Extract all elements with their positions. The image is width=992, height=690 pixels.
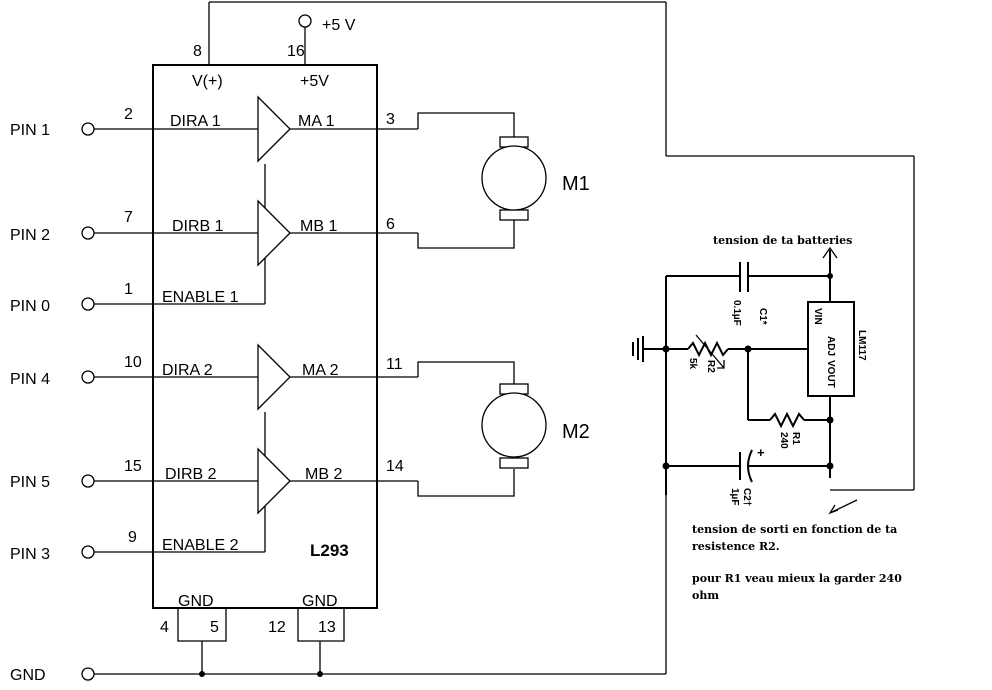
svg-text:MB 1: MB 1 (300, 218, 337, 235)
svg-text:5: 5 (210, 619, 219, 636)
arrow-icon (717, 360, 725, 369)
svg-text:C1*: C1* (757, 308, 768, 325)
svg-text:14: 14 (386, 458, 404, 475)
svg-text:11: 11 (386, 356, 403, 373)
svg-text:DIRA 1: DIRA 1 (170, 113, 221, 130)
regulator-circuit: tension de ta batteries C1* 0.1µF LM117 … (632, 234, 867, 515)
svg-text:DIRB 2: DIRB 2 (165, 466, 217, 483)
svg-text:R1: R1 (790, 432, 801, 445)
buffer-a2-icon (257, 343, 291, 411)
svg-text:1: 1 (124, 281, 133, 298)
buffer-b1-icon (257, 199, 291, 267)
svg-text:10: 10 (124, 354, 142, 371)
output-ma1: MA 1 3 (290, 111, 418, 130)
svg-text:7: 7 (124, 209, 133, 226)
pin8-label: V(+) (192, 73, 223, 90)
svg-text:9: 9 (128, 529, 137, 546)
battery-label: tension de ta batteries (713, 234, 852, 247)
svg-text:6: 6 (386, 216, 395, 233)
svg-text:12: 12 (268, 619, 286, 636)
note-line-1: tension de sorti en fonction de ta (692, 523, 897, 536)
terminal-icon (81, 370, 95, 384)
input-pin-3: PIN 3 9 ENABLE 2 (10, 412, 266, 563)
gnd-pins-12-13 (297, 608, 345, 642)
note-line-2: resistence R2. (692, 540, 780, 553)
svg-text:PIN 5: PIN 5 (10, 474, 50, 491)
motor-m2: M2 (417, 361, 590, 497)
input-pin-2: PIN 2 7 DIRB 1 (10, 209, 258, 244)
terminal-icon (81, 545, 95, 559)
lm117-box (807, 301, 855, 397)
svg-text:VIN: VIN (812, 308, 823, 325)
chip-name: L293 (310, 541, 349, 560)
terminal-icon (81, 297, 95, 311)
svg-text:MA 2: MA 2 (302, 362, 339, 379)
resistor-r1-icon (769, 411, 805, 429)
terminal-icon (81, 474, 95, 488)
gnd-label-right: GND (302, 593, 338, 610)
motor-icon (481, 145, 547, 211)
svg-text:DIRB 1: DIRB 1 (172, 218, 224, 235)
terminal-icon (81, 667, 95, 681)
svg-text:PIN 2: PIN 2 (10, 227, 50, 244)
note-line-4: ohm (692, 589, 719, 602)
svg-text:1µF: 1µF (729, 488, 740, 505)
input-pin-4: PIN 4 10 DIRA 2 (10, 354, 258, 388)
supply-terminal-5v (298, 14, 312, 28)
svg-text:MA 1: MA 1 (298, 113, 335, 130)
pin16-number: 16 (287, 43, 305, 60)
svg-text:M1: M1 (562, 173, 590, 195)
svg-text:R2: R2 (705, 360, 716, 373)
svg-text:4: 4 (160, 619, 169, 636)
input-pin-1: PIN 1 2 DIRA 1 (10, 106, 258, 139)
gnd-label-left: GND (178, 593, 214, 610)
svg-text:ENABLE 1: ENABLE 1 (162, 289, 239, 306)
motor-m1: M1 (417, 112, 590, 249)
svg-text:3: 3 (386, 111, 395, 128)
svg-text:240: 240 (778, 432, 789, 449)
output-mb1: MB 1 6 (290, 216, 418, 235)
terminal-icon (81, 226, 95, 240)
svg-text:PIN 3: PIN 3 (10, 546, 50, 563)
svg-text:M2: M2 (562, 421, 590, 443)
terminal-icon (81, 122, 95, 136)
motor-icon (481, 392, 547, 458)
svg-text:5k: 5k (687, 358, 698, 370)
svg-text:GND: GND (10, 667, 46, 684)
svg-text:PIN 4: PIN 4 (10, 371, 50, 388)
svg-text:ADJ: ADJ (825, 336, 836, 356)
pin16-label: +5V (300, 73, 329, 90)
buffer-b2-icon (257, 447, 291, 515)
output-ma2: MA 2 11 (290, 356, 418, 379)
svg-text:LM117: LM117 (856, 330, 867, 361)
output-mb2: MB 2 14 (290, 458, 418, 483)
svg-text:PIN 1: PIN 1 (10, 122, 50, 139)
arrow-icon (828, 504, 839, 515)
svg-text:VOUT: VOUT (825, 360, 836, 388)
gnd-bus: GND (10, 470, 667, 684)
input-pin-5: PIN 5 15 DIRB 2 (10, 458, 258, 491)
pin8-number: 8 (193, 43, 202, 60)
svg-text:0.1µF: 0.1µF (731, 300, 742, 326)
supply-5v-label: +5 V (322, 17, 356, 34)
svg-text:2: 2 (124, 106, 133, 123)
note-line-3: pour R1 veau mieux la garder 240 (692, 572, 902, 585)
svg-text:+: + (757, 445, 765, 460)
svg-text:PIN 0: PIN 0 (10, 298, 50, 315)
arrow-up-icon (822, 246, 838, 259)
svg-text:MB 2: MB 2 (305, 466, 342, 483)
svg-text:C2†: C2† (741, 488, 752, 506)
svg-text:15: 15 (124, 458, 142, 475)
buffer-a1-icon (257, 95, 291, 163)
l293-chip-body (152, 64, 378, 609)
svg-text:DIRA 2: DIRA 2 (162, 362, 213, 379)
svg-text:13: 13 (318, 619, 336, 636)
svg-text:ENABLE 2: ENABLE 2 (162, 537, 239, 554)
